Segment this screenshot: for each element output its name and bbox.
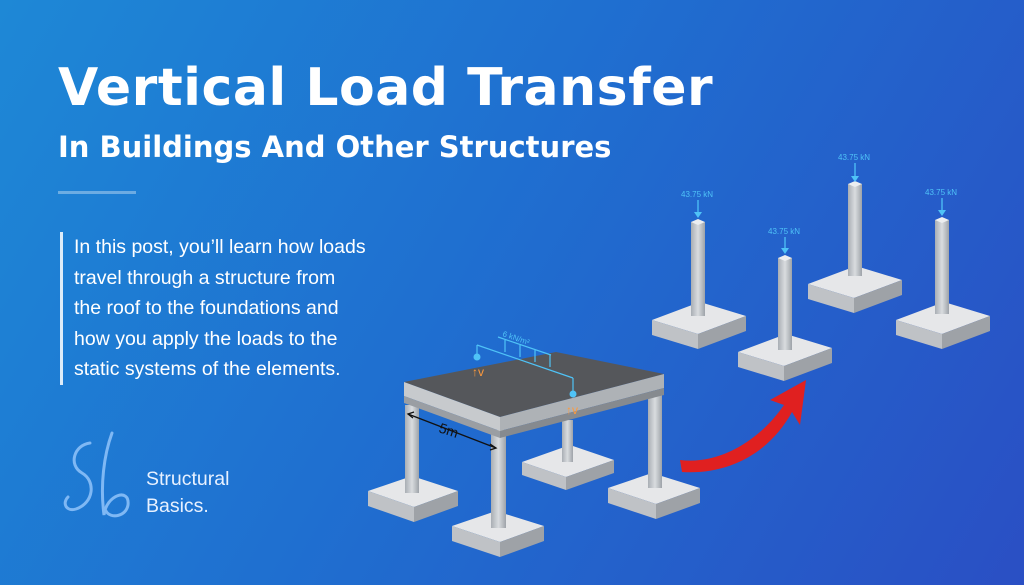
brand-name: Structural Basics.: [146, 466, 229, 520]
brand-line: Basics.: [146, 495, 209, 517]
column: [648, 395, 662, 488]
isolated-column: [738, 255, 832, 381]
column: [405, 405, 419, 493]
load-arrow-icon: [781, 248, 789, 254]
slab-load-label: 6 kN/m²: [501, 329, 531, 347]
isolated-column: [808, 181, 902, 313]
column: [491, 430, 506, 528]
page-title: Vertical Load Transfer: [58, 58, 714, 118]
load-arrow-icon: [851, 176, 859, 182]
column-load-label: 43.75 kN: [925, 188, 957, 197]
transfer-arrow-icon: [680, 380, 806, 473]
intro-line: In this post, you’ll learn how loads: [74, 236, 366, 258]
intro-line: static systems of the elements.: [74, 358, 341, 380]
intro-line: how you apply the loads to the: [74, 327, 338, 350]
load-arrow-icon: [938, 210, 946, 216]
column-load-label: 43.75 kN: [681, 190, 713, 199]
support-marker: [569, 390, 577, 398]
span-dimension: [406, 411, 498, 451]
reaction-label: ↑v: [472, 365, 484, 379]
column: [562, 420, 573, 462]
title-divider: [58, 191, 136, 194]
isolated-column: [652, 219, 746, 349]
column-load-label: 43.75 kN: [768, 227, 800, 236]
brand-line: Structural: [146, 468, 230, 490]
load-arrow-icon: [694, 212, 702, 218]
column-load-label: 43.75 kN: [838, 153, 870, 162]
isolated-column: [896, 217, 990, 349]
intro-line: the roof to the foundations and: [74, 297, 339, 319]
structural-basics-logo: [63, 431, 130, 518]
roof-slab: [404, 352, 664, 438]
span-label: 5m: [437, 420, 460, 441]
page-subtitle: In Buildings And Other Structures: [58, 130, 612, 164]
intro-text: In this post, you’ll learn how loads tra…: [60, 232, 434, 385]
reaction-label: ↑v: [566, 403, 578, 417]
intro-line: travel through a structure from: [74, 266, 336, 289]
footing: [608, 473, 700, 519]
support-marker: [473, 353, 481, 361]
